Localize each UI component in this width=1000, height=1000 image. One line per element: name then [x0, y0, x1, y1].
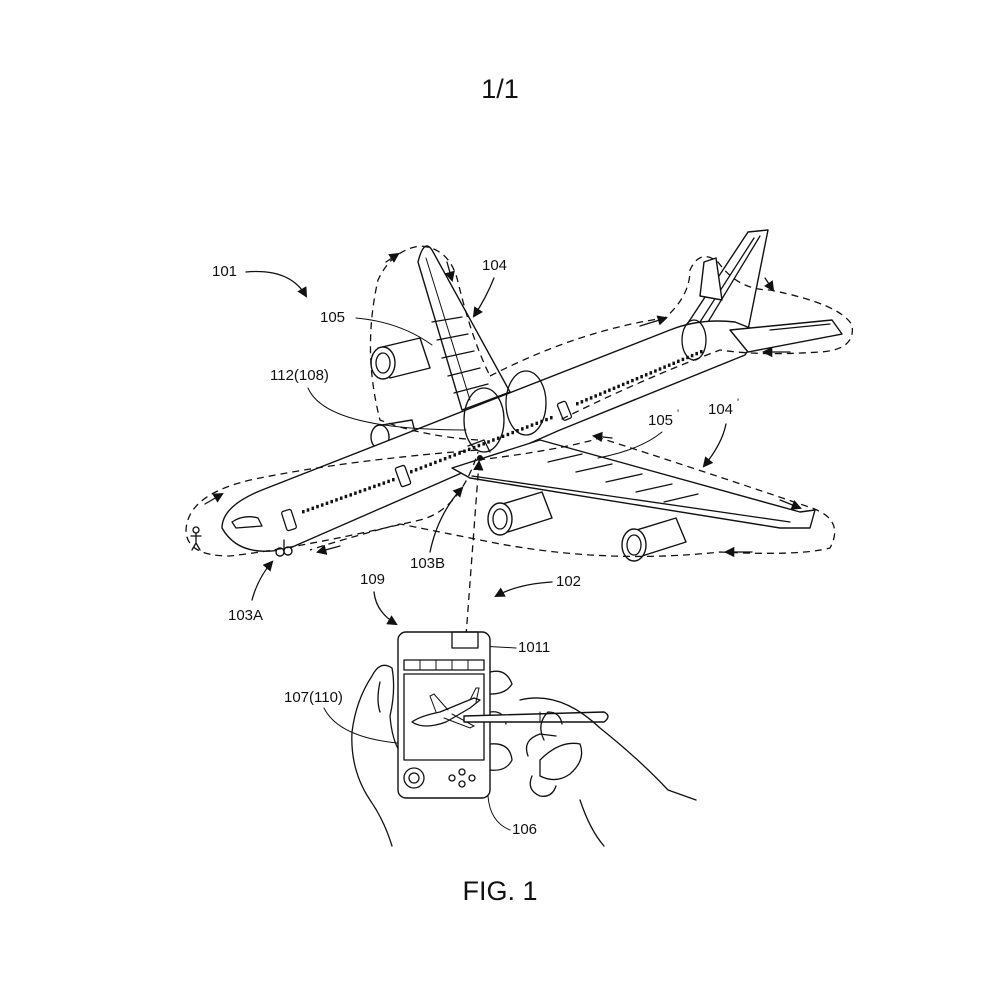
- passenger-window: [599, 392, 602, 395]
- label-102: 102: [556, 573, 581, 590]
- passenger-window: [302, 510, 305, 513]
- passenger-window: [645, 373, 648, 376]
- passenger-window: [383, 481, 386, 484]
- passenger-window: [307, 508, 310, 511]
- passenger-window: [677, 360, 680, 363]
- label-104-prime-mark: ': [737, 397, 739, 409]
- passenger-window: [420, 466, 423, 469]
- passenger-window: [700, 350, 703, 353]
- passenger-window: [392, 478, 395, 481]
- passenger-window: [650, 371, 653, 374]
- passenger-window: [585, 398, 588, 401]
- figure-caption: FIG. 1: [462, 876, 537, 906]
- passenger-window: [654, 369, 657, 372]
- label-103b: 103B: [410, 555, 445, 572]
- passenger-window: [378, 483, 381, 486]
- passenger-window: [617, 385, 620, 388]
- passenger-window: [627, 381, 630, 384]
- passenger-window: [415, 468, 418, 471]
- passenger-window: [349, 493, 352, 496]
- passenger-window: [531, 423, 534, 426]
- left-horizontal-stabilizer: [700, 258, 722, 300]
- passenger-window: [507, 433, 510, 436]
- passenger-window: [497, 437, 500, 440]
- label-101: 101: [212, 263, 237, 280]
- sheet-number: 1/1: [481, 74, 519, 104]
- passenger-window: [608, 389, 611, 392]
- passenger-window: [326, 502, 329, 505]
- passenger-window: [373, 485, 376, 488]
- label-112-108: 112(108): [270, 367, 329, 384]
- passenger-window: [359, 490, 362, 493]
- passenger-window: [439, 459, 442, 462]
- label-104: 104: [482, 257, 507, 274]
- passenger-window: [659, 367, 662, 370]
- passenger-window: [335, 498, 338, 501]
- passenger-window: [672, 362, 675, 365]
- passenger-window: [321, 503, 324, 506]
- ground-inspector-figure: [191, 527, 201, 550]
- passenger-window: [521, 427, 524, 430]
- imaging-sightline: [466, 462, 479, 636]
- passenger-window: [511, 431, 514, 434]
- label-109: 109: [360, 571, 385, 588]
- passenger-window: [487, 440, 490, 443]
- passenger-window: [364, 488, 367, 491]
- passenger-window: [340, 497, 343, 500]
- label-105: 105: [320, 309, 345, 326]
- passenger-window: [613, 387, 616, 390]
- right-inner-engine: [488, 492, 552, 535]
- passenger-window: [691, 354, 694, 357]
- passenger-window: [434, 461, 437, 464]
- passenger-window: [663, 365, 666, 368]
- passenger-window: [636, 377, 639, 380]
- passenger-window: [631, 379, 634, 382]
- passenger-window: [425, 464, 428, 467]
- passenger-window: [590, 396, 593, 399]
- left-hand: [352, 665, 400, 846]
- passenger-window: [576, 402, 579, 405]
- left-wing-engine: [371, 338, 430, 379]
- passenger-window: [410, 470, 413, 473]
- passenger-window: [695, 352, 698, 355]
- passenger-window: [640, 375, 643, 378]
- passenger-window: [312, 507, 315, 510]
- passenger-window: [368, 486, 371, 489]
- passenger-window: [316, 505, 319, 508]
- passenger-window: [449, 455, 452, 458]
- passenger-window: [478, 444, 481, 447]
- handheld-device-group: [352, 632, 696, 846]
- passenger-window: [536, 422, 539, 425]
- label-1011: 1011: [518, 639, 550, 656]
- passenger-window: [387, 480, 390, 483]
- passenger-window: [545, 418, 548, 421]
- passenger-window: [444, 457, 447, 460]
- passenger-window: [526, 425, 529, 428]
- passenger-window: [622, 383, 625, 386]
- passenger-window: [594, 394, 597, 397]
- passenger-window: [345, 495, 348, 498]
- label-105-prime: 105: [648, 412, 673, 429]
- aircraft-illustration: [191, 230, 842, 561]
- passenger-window: [330, 500, 333, 503]
- passenger-window: [468, 448, 471, 451]
- label-104-prime: 104: [708, 401, 733, 418]
- passenger-window: [354, 492, 357, 495]
- label-103a: 103A: [228, 607, 263, 624]
- label-105-prime-mark: ': [677, 408, 679, 420]
- right-outer-engine: [622, 518, 686, 561]
- passenger-window: [682, 358, 685, 361]
- passenger-window: [550, 416, 553, 419]
- passenger-window: [453, 453, 456, 456]
- passenger-window: [429, 463, 432, 466]
- label-107-110: 107(110): [284, 689, 343, 706]
- passenger-window: [492, 438, 495, 441]
- passenger-window: [668, 364, 671, 367]
- passenger-window: [581, 400, 584, 403]
- label-106: 106: [512, 821, 537, 838]
- passenger-window: [604, 390, 607, 393]
